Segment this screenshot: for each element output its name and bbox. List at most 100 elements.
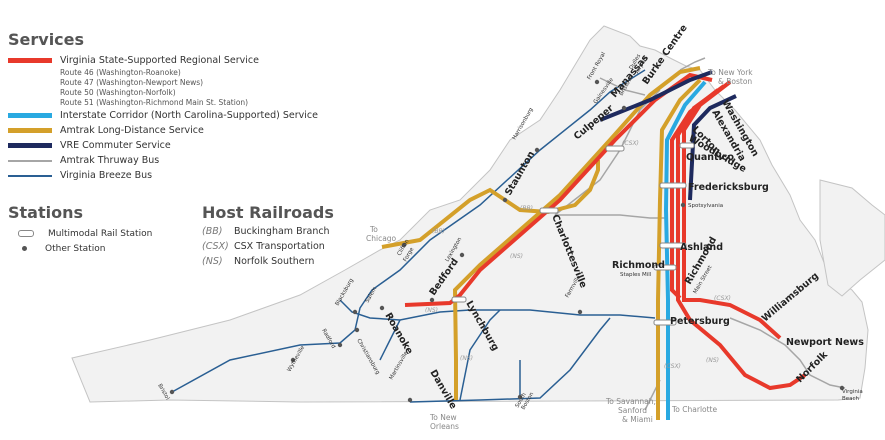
station-dot-clifton-forge	[401, 242, 407, 248]
breeze-line-3	[409, 317, 611, 403]
station-dot-spotsylvania	[680, 202, 686, 208]
host-bb: (BB) Buckingham Branch	[202, 226, 334, 241]
label-to-new-york: To New York	[707, 68, 753, 77]
label-to-new-orleans-2: Orleans	[430, 422, 459, 431]
station-dot-blacksburg	[352, 309, 358, 315]
thruway-line-3	[729, 317, 846, 389]
breeze-line-4	[459, 309, 501, 401]
code-csx-1: (CSX)	[714, 295, 731, 302]
legend-breeze: Virginia Breeze Bus	[8, 168, 338, 183]
station-dot-virginia-beach	[839, 385, 845, 391]
thruway-line-1	[555, 214, 665, 219]
label-fredericksburg: Fredericksburg	[688, 182, 769, 193]
host-bb-code: (BB)	[202, 226, 223, 237]
host-ns-name: Norfolk Southern	[234, 256, 315, 267]
label-ashland: Ashland	[680, 242, 723, 253]
label-richmond: Richmond	[612, 260, 665, 271]
station-dot-front-royal	[594, 79, 600, 85]
label-and-boston: & Boston	[718, 77, 752, 86]
legend-multimodal-label: Multimodal Rail Station	[48, 228, 153, 239]
interstate-swatch	[8, 113, 52, 118]
services-legend: Services Virginia State-Supported Region…	[8, 30, 338, 183]
vre-fredericksburg-line	[688, 94, 737, 201]
station-dot-farmville	[577, 309, 583, 315]
label-beach: Beach	[842, 396, 860, 402]
code-ns-3: (NS)	[510, 253, 523, 260]
host-csx-code: (CSX)	[202, 241, 229, 252]
legend-vre-label: VRE Commuter Service	[60, 140, 171, 151]
stations-title: Stations	[8, 203, 84, 222]
vre-swatch	[8, 143, 52, 148]
host-railroads-title: Host Railroads	[202, 203, 334, 222]
station-marker-lynchburg	[451, 296, 467, 303]
long-distance-swatch	[8, 128, 52, 133]
label-to-new-orleans-1: To New	[429, 413, 457, 422]
station-marker-quantico	[679, 142, 695, 149]
regional-swatch	[8, 58, 52, 63]
label-quantico: Quantico	[686, 152, 734, 163]
route-46-label: Route 46 (Washington-Roanoke)	[60, 68, 181, 77]
label-petersburg: Petersburg	[670, 316, 730, 327]
station-dot-bristol	[169, 389, 175, 395]
station-dot-lexington	[459, 252, 465, 258]
vre-manassas-line	[599, 70, 713, 122]
thruway-line-6	[599, 77, 646, 96]
thruway-swatch	[8, 159, 52, 162]
station-marker-petersburg	[653, 319, 677, 326]
station-dot-christiansburg	[354, 327, 360, 333]
stations-legend: Stations Multimodal Rail Station Other S…	[8, 203, 152, 256]
host-csx-name: CSX Transportation	[234, 241, 325, 252]
station-dot-staunton	[502, 197, 508, 203]
station-dot-salem	[379, 305, 385, 311]
station-dot-bedford	[429, 297, 435, 303]
station-marker-richmond	[653, 264, 677, 271]
station-dot-wytheville	[290, 357, 296, 363]
railroad-code-labels: (BB) (BB) (NS) (NS) (NS) (CSX) (CSX) (CS…	[425, 140, 731, 370]
route-51	[670, 88, 720, 300]
station-dot-south-boston	[517, 394, 523, 400]
station-marker-ashland	[659, 242, 687, 249]
legend-multimodal: Multimodal Rail Station	[8, 226, 152, 241]
station-marker-fredericksburg	[659, 182, 687, 189]
host-csx: (CSX) CSX Transportation	[202, 241, 334, 256]
label-staples-mill: Staples Mill	[620, 272, 652, 278]
label-to-savannah-2: Sanford	[618, 406, 647, 415]
thruway-line-5	[679, 57, 706, 71]
label-to-savannah-1: To Savannah,	[605, 397, 656, 406]
station-dot-harrisonburg	[534, 147, 540, 153]
legend-interstate-label: Interstate Corridor (North Carolina-Supp…	[60, 110, 318, 121]
legend-regional: Virginia State-Supported Regional Servic…	[8, 53, 338, 68]
station-dot-martinsville	[407, 397, 413, 403]
legend-breeze-label: Virginia Breeze Bus	[60, 170, 153, 181]
label-to-savannah-3: & Miami	[622, 415, 653, 424]
label-to-chicago-2: Chicago	[366, 234, 397, 243]
code-bb-1: (BB)	[432, 228, 445, 235]
route-50-label: Route 50 (Washington-Norfolk)	[60, 88, 176, 97]
code-ns-2: (NS)	[706, 357, 719, 364]
code-csx-3: (CSX)	[622, 140, 639, 147]
legend-thruway-label: Amtrak Thruway Bus	[60, 155, 160, 166]
label-newport-news: Newport News	[786, 337, 864, 348]
multimodal-stations	[451, 142, 695, 326]
route-47-label: Route 47 (Washington-Newport News)	[60, 78, 204, 87]
station-marker-charlottesville	[539, 207, 559, 214]
multimodal-station-icon	[18, 230, 34, 237]
other-stations	[169, 79, 845, 403]
destination-labels: To New York & Boston To Chicago To New O…	[366, 68, 753, 431]
label-virginia: Virginia	[842, 389, 863, 395]
legend-vre: VRE Commuter Service	[8, 138, 338, 153]
station-dot-radford	[337, 342, 343, 348]
legend-interstate: Interstate Corridor (North Carolina-Supp…	[8, 108, 338, 123]
legend-regional-label: Virginia State-Supported Regional Servic…	[60, 55, 259, 66]
station-dot-gainesville	[621, 105, 627, 111]
legend-other-station: Other Station	[8, 241, 152, 256]
vre-lines	[599, 70, 737, 201]
breeze-swatch	[8, 174, 52, 177]
label-spotsylvania: Spotsylvania	[688, 203, 723, 209]
services-title: Services	[8, 30, 85, 49]
legend-other-station-label: Other Station	[45, 243, 106, 254]
code-csx-2: (CSX)	[664, 363, 681, 370]
long-distance-cardinal	[381, 160, 600, 249]
code-ns-4: (NS)	[460, 355, 473, 362]
